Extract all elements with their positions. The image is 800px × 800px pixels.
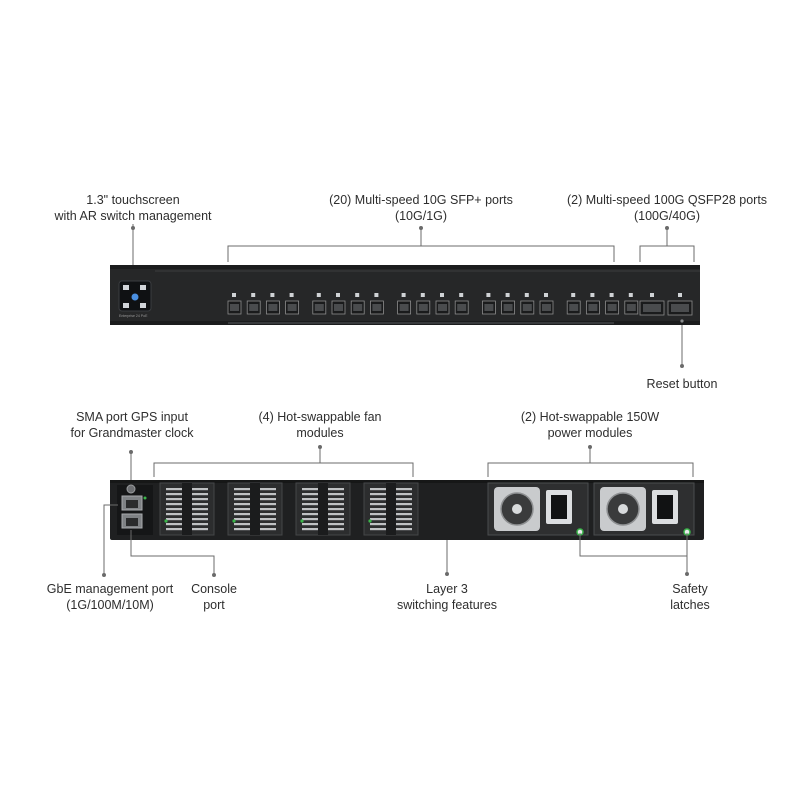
rear-panel xyxy=(102,445,704,577)
fan-module xyxy=(295,482,351,536)
sfp-port xyxy=(586,293,600,315)
sfp-port xyxy=(539,293,554,315)
fan-modules-label: (4) Hot-swappable fan modules xyxy=(258,410,382,440)
sfp-port xyxy=(331,293,346,315)
front-model-text: Enterprise 24 PoE xyxy=(119,314,148,318)
sfp-ports-label: (20) Multi-speed 10G SFP+ ports (10G/1G) xyxy=(329,193,513,223)
management-block xyxy=(117,484,153,535)
power-modules-label: (2) Hot-swappable 150W power modules xyxy=(520,410,660,440)
mgmt-port-label: GbE management port (1G/100M/10M) xyxy=(46,582,174,612)
fan-module xyxy=(159,482,215,536)
sfp-port xyxy=(369,293,384,315)
sfp-port-group xyxy=(227,293,639,324)
sfp-port xyxy=(265,293,280,315)
sfp-port xyxy=(312,293,327,315)
fan-module xyxy=(227,482,283,536)
sma-port-label: SMA port GPS input for Grandmaster clock xyxy=(70,410,194,440)
rear-leader-lines xyxy=(102,445,694,577)
sfp-port xyxy=(501,293,516,315)
fan-module xyxy=(363,482,419,536)
power-module xyxy=(487,482,589,536)
sfp-port xyxy=(481,293,496,315)
front-leader-lines xyxy=(131,224,695,368)
sfp-port xyxy=(246,293,261,315)
fan-module-group xyxy=(159,482,419,536)
sfp-port xyxy=(227,293,242,315)
sfp-port xyxy=(416,293,431,315)
sma-port xyxy=(126,484,136,494)
qsfp-port xyxy=(667,293,693,316)
sfp-port xyxy=(285,293,300,315)
layer3-label: Layer 3 switching features xyxy=(396,582,498,612)
power-module xyxy=(593,482,695,536)
reset-button xyxy=(680,319,684,323)
sfp-port xyxy=(454,293,469,315)
sfp-port xyxy=(624,293,639,315)
safety-latches-label: Safety latches xyxy=(670,582,710,612)
touchscreen-label: 1.3" touchscreen with AR switch manageme… xyxy=(54,193,212,223)
qsfp-port xyxy=(639,293,665,316)
reset-button-label: Reset button xyxy=(646,377,718,391)
sfp-port xyxy=(605,293,619,315)
sfp-port xyxy=(350,293,365,315)
touchscreen xyxy=(118,280,152,312)
qsfp-port-group xyxy=(639,293,693,323)
sfp-port xyxy=(520,293,535,315)
power-module-group xyxy=(487,482,695,536)
sfp-port xyxy=(566,293,581,315)
qsfp-ports-label: (2) Multi-speed 100G QSFP28 ports (100G/… xyxy=(566,193,768,223)
sfp-port xyxy=(435,293,450,315)
console-port-label: Console port xyxy=(191,582,237,612)
front-panel: Enterprise 24 PoE xyxy=(110,224,700,368)
sfp-port xyxy=(397,293,412,315)
